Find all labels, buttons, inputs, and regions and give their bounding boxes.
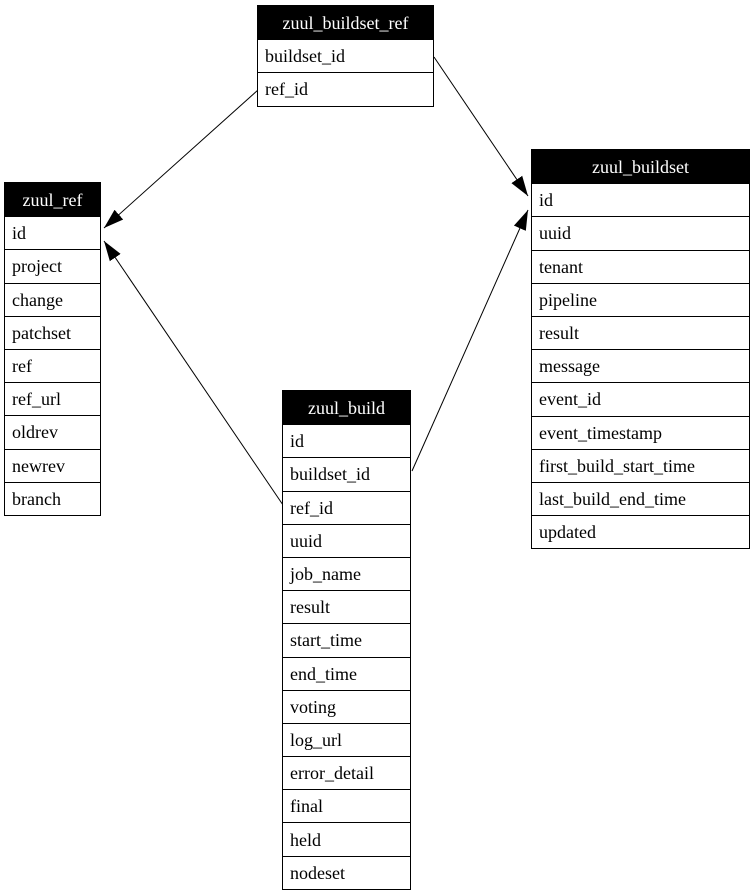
column-zuul_ref-id: id bbox=[5, 216, 100, 249]
column-zuul_build-start_time: start_time bbox=[283, 623, 410, 656]
column-zuul_build-job_name: job_name bbox=[283, 556, 410, 590]
column-zuul_buildset-pipeline: pipeline bbox=[532, 282, 749, 316]
column-zuul_ref-newrev: newrev bbox=[5, 448, 100, 482]
column-zuul_buildset-event_timestamp: event_timestamp bbox=[532, 415, 749, 449]
column-zuul_build-buildset_id: buildset_id bbox=[283, 457, 410, 490]
column-zuul_buildset-id: id bbox=[532, 183, 749, 216]
column-zuul_build-voting: voting bbox=[283, 689, 410, 723]
column-zuul_buildset-last_build_end_time: last_build_end_time bbox=[532, 481, 749, 515]
column-zuul_build-error_detail: error_detail bbox=[283, 756, 410, 789]
edge-build-ref_id-to-zuul_ref-id bbox=[103, 240, 284, 506]
column-zuul_build-final: final bbox=[283, 789, 410, 822]
edge-buildset_ref-buildset_id-to-zuul_buildset-id bbox=[433, 56, 529, 197]
column-zuul_buildset-uuid: uuid bbox=[532, 216, 749, 249]
column-zuul_ref-ref: ref bbox=[5, 348, 100, 382]
table-title-zuul_buildset_ref: zuul_buildset_ref bbox=[258, 6, 433, 40]
edge-buildset_ref-ref_id-to-zuul_ref-id bbox=[103, 89, 259, 229]
column-zuul_build-ref_id: ref_id bbox=[283, 490, 410, 524]
column-zuul_buildset_ref-buildset_id: buildset_id bbox=[258, 39, 433, 72]
column-zuul_buildset-first_build_start_time: first_build_start_time bbox=[532, 448, 749, 482]
column-zuul_build-held: held bbox=[283, 822, 410, 855]
column-zuul_build-end_time: end_time bbox=[283, 656, 410, 690]
column-zuul_ref-oldrev: oldrev bbox=[5, 415, 100, 448]
column-zuul_build-log_url: log_url bbox=[283, 722, 410, 756]
column-zuul_buildset-result: result bbox=[532, 315, 749, 349]
column-zuul_buildset-message: message bbox=[532, 349, 749, 382]
column-zuul_buildset_ref-ref_id: ref_id bbox=[258, 72, 433, 105]
table-title-zuul_buildset: zuul_buildset bbox=[532, 150, 749, 184]
column-zuul_build-id: id bbox=[283, 424, 410, 457]
column-zuul_buildset-updated: updated bbox=[532, 515, 749, 548]
column-zuul_build-result: result bbox=[283, 590, 410, 623]
column-zuul_ref-patchset: patchset bbox=[5, 315, 100, 349]
column-zuul_ref-ref_url: ref_url bbox=[5, 382, 100, 415]
column-zuul_ref-project: project bbox=[5, 249, 100, 282]
edge-build-buildset_id-to-zuul_buildset-id bbox=[411, 209, 529, 472]
column-zuul_buildset-tenant: tenant bbox=[532, 249, 749, 283]
column-zuul_buildset-event_id: event_id bbox=[532, 382, 749, 415]
table-title-zuul_build: zuul_build bbox=[283, 391, 410, 425]
column-zuul_build-nodeset: nodeset bbox=[283, 855, 410, 889]
column-zuul_ref-branch: branch bbox=[5, 481, 100, 515]
table-title-zuul_ref: zuul_ref bbox=[5, 183, 100, 217]
column-zuul_ref-change: change bbox=[5, 282, 100, 316]
column-zuul_build-uuid: uuid bbox=[283, 523, 410, 557]
